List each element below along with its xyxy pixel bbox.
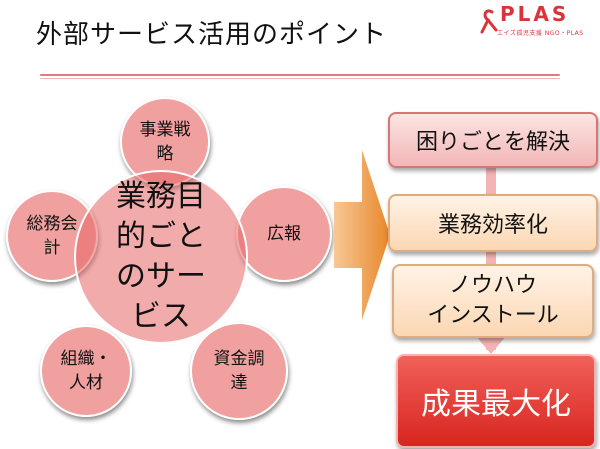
logo-subtitle: エイズ孤児支援 NGO・PLAS	[497, 30, 584, 37]
center-circle-label: 業務目 的ごと のサー ビス	[116, 179, 206, 334]
flow-connector	[486, 160, 496, 350]
step-solve-problems: 困りごとを解決	[388, 112, 598, 168]
step-efficiency: 業務効率化	[388, 194, 598, 252]
satellite-left-label: 総務会 計	[26, 214, 78, 258]
satellite-right-label: 広報	[267, 224, 301, 244]
satellite-bottom-left: 組織・ 人材	[40, 325, 132, 417]
step-knowhow: ノウハウ インストール	[392, 264, 594, 338]
step-solve-problems-label: 困りごとを解決	[415, 130, 570, 155]
satellite-bottom-right-label: 資金調 達	[213, 349, 265, 393]
ribbon-icon	[480, 9, 498, 34]
result-maximize-label: 成果最大化	[421, 387, 571, 422]
right-arrow-icon	[334, 150, 390, 320]
satellite-right: 広報	[236, 186, 332, 282]
plas-logo	[480, 9, 498, 34]
satellite-bottom-left-label: 組織・ 人材	[60, 349, 112, 393]
step-knowhow-label: ノウハウ インストール	[427, 273, 559, 328]
logo-wordmark: PLAS	[500, 2, 570, 26]
satellite-top-label: 事業戦 略	[139, 120, 191, 164]
title-divider	[40, 74, 560, 76]
satellite-bottom-right: 資金調 達	[190, 322, 288, 420]
step-efficiency-label: 業務効率化	[437, 213, 548, 238]
center-circle: 業務目 的ごと のサー ビス	[74, 170, 248, 344]
title-divider-shadow	[40, 78, 560, 79]
result-maximize: 成果最大化	[396, 354, 596, 448]
page-title: 外部サービス活用のポイント	[36, 20, 388, 50]
connector-arrowhead-icon	[476, 336, 506, 354]
